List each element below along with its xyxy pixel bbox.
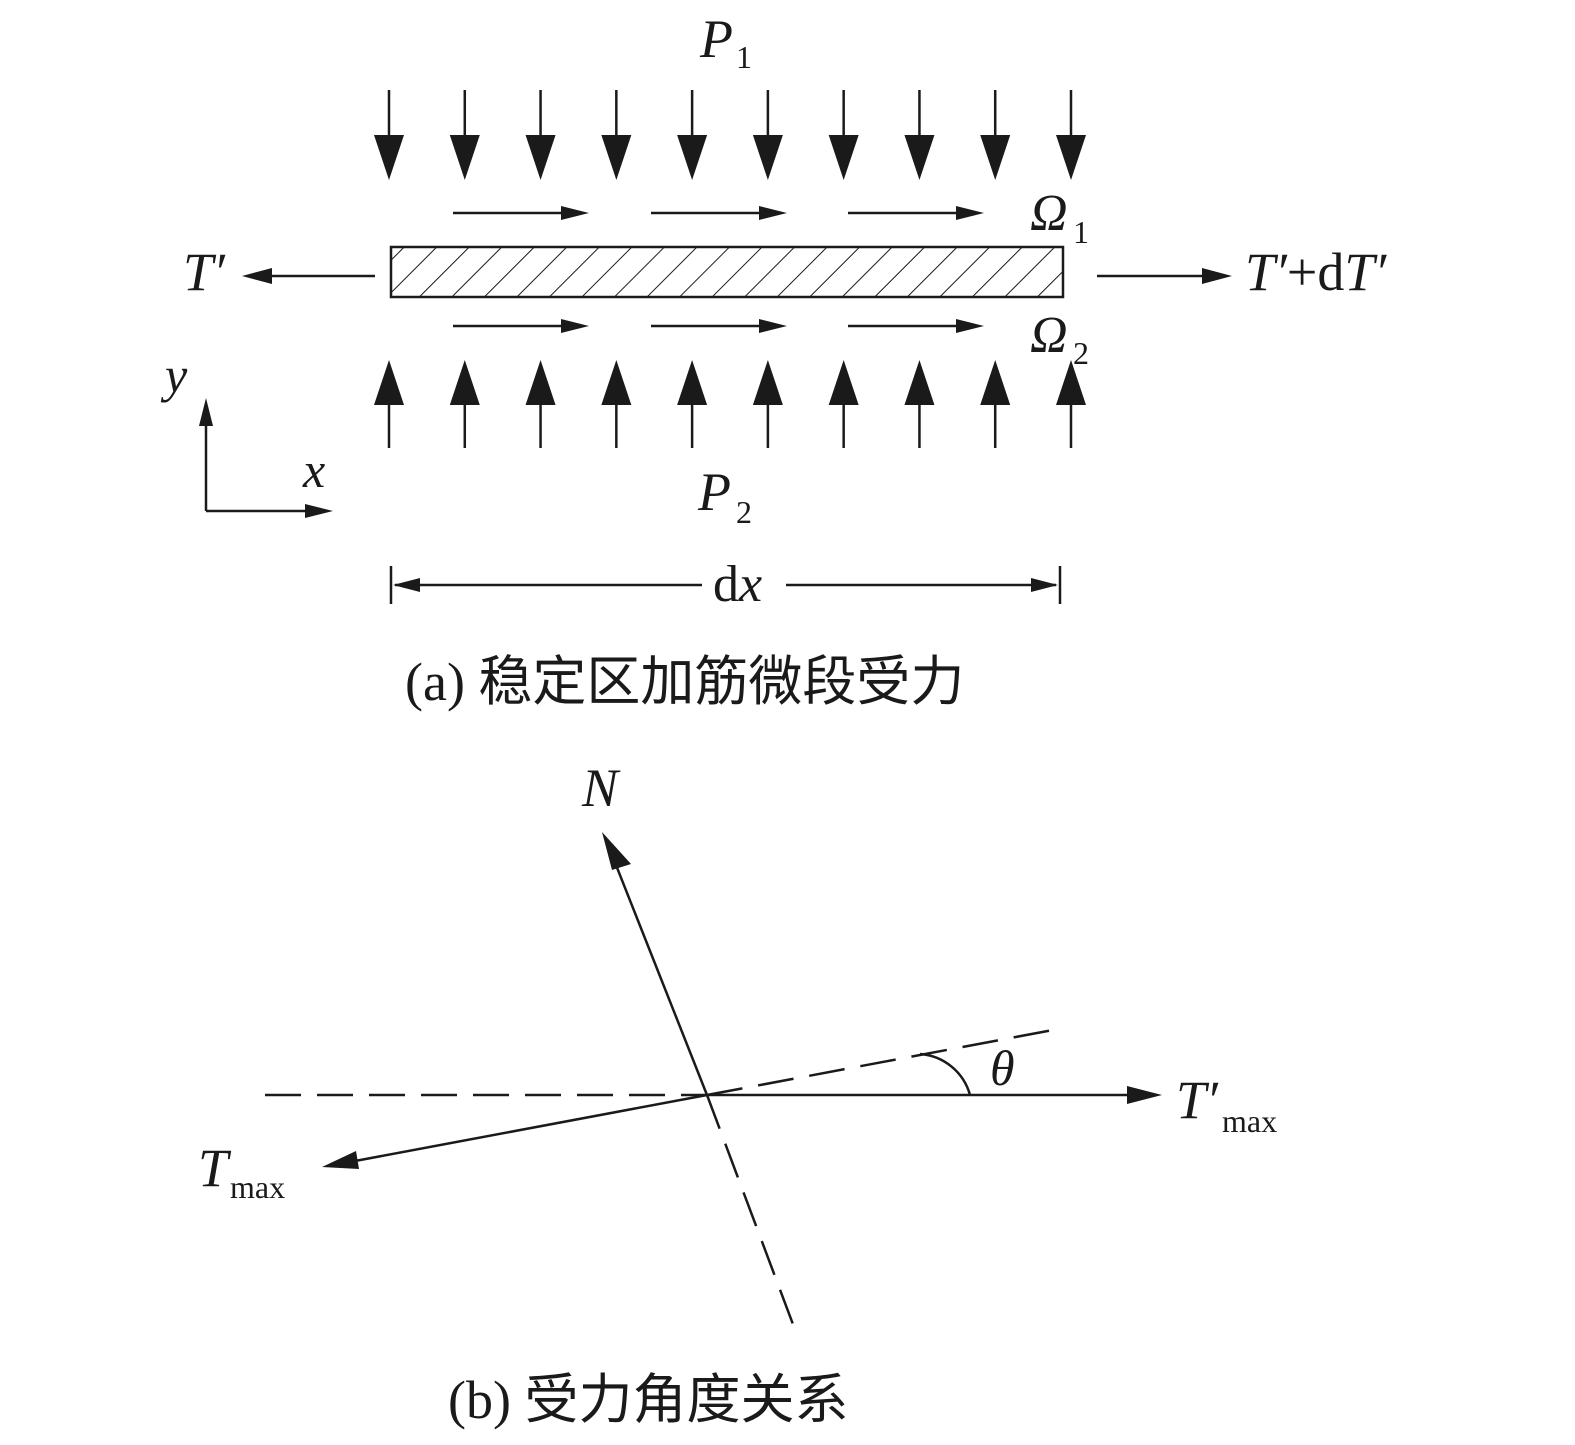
dx-label-d: d [713,556,739,613]
p2-label: P [697,462,731,522]
panel-b: N θ T′ max T max (b) 受力角度关系 [198,758,1277,1430]
p2-subscript: 2 [736,494,752,530]
omega1-label: Ω [1030,185,1068,242]
omega2-subscript: 2 [1073,335,1089,371]
bottom-load-arrow [449,360,480,448]
inclined-reference-line [706,1028,1054,1097]
bottom-load-arrow [752,360,783,448]
bottom-load-arrow [525,360,556,448]
caption-a: (a) 稳定区加筋微段受力 [405,652,964,712]
t-right-label-plus-d: +d [1287,242,1344,302]
dx-label: dx [713,556,762,613]
shear-arrow [848,319,984,333]
right-tension-arrow [1097,268,1232,284]
shear-arrow [848,206,984,220]
top-load-arrow [1056,90,1086,180]
normal-reference-line [705,1094,799,1336]
p1-subscript: 1 [736,39,752,75]
coordinate-axes [199,398,333,518]
top-load-arrow [752,90,783,180]
shear-arrows [453,206,984,333]
n-force-arrow [602,832,709,1096]
t-left-label: T′ [183,242,226,302]
dx-dimension [389,566,1062,604]
bottom-load-arrow [601,360,632,448]
t-max-prime-arrow [707,1086,1162,1104]
theta-angle-arc [919,1052,972,1096]
bottom-load-arrow [1056,360,1086,448]
dx-label-x: x [738,556,762,613]
bottom-load-arrow [904,360,935,448]
bottom-load-arrows [374,360,1086,448]
t-right-label-t2: T′ [1344,242,1387,302]
top-load-arrow [677,90,708,180]
t-right-label: T′+dT′ [1245,242,1387,302]
reinforcement-strip [389,245,1065,299]
theta-label: θ [990,1040,1015,1096]
t-max-prime-label: T′ [1176,1070,1219,1130]
shear-arrow [651,319,787,333]
n-label: N [581,758,621,818]
t-max-label: T [198,1138,232,1198]
top-load-arrow [374,90,404,180]
top-load-arrow [828,90,859,180]
top-load-arrow [601,90,632,180]
shear-arrow [651,206,787,220]
top-load-arrow [525,90,556,180]
axis-y-label: y [160,347,188,403]
bottom-load-arrow [828,360,859,448]
top-load-arrow [904,90,935,180]
t-max-subscript: max [230,1169,285,1205]
left-tension-arrow [242,268,375,284]
caption-b: (b) 受力角度关系 [448,1370,848,1430]
p1-label: P [699,9,733,69]
t-max-arrow [322,1093,708,1169]
top-load-arrow [980,90,1011,180]
t-right-label-t: T′ [1245,242,1288,302]
axis-x-label: x [302,442,325,498]
omega1-subscript: 1 [1073,214,1089,250]
shear-arrow [453,319,589,333]
bottom-load-arrow [677,360,708,448]
omega2-label: Ω [1030,307,1068,364]
panel-a: P 1 Ω 1 Ω 2 T′ T′+dT′ y x P 2 [160,9,1387,712]
bottom-load-arrow [980,360,1011,448]
shear-arrow [453,206,589,220]
top-load-arrows [374,90,1086,180]
top-load-arrow [449,90,480,180]
bottom-load-arrow [374,360,404,448]
t-max-prime-subscript: max [1222,1103,1277,1139]
